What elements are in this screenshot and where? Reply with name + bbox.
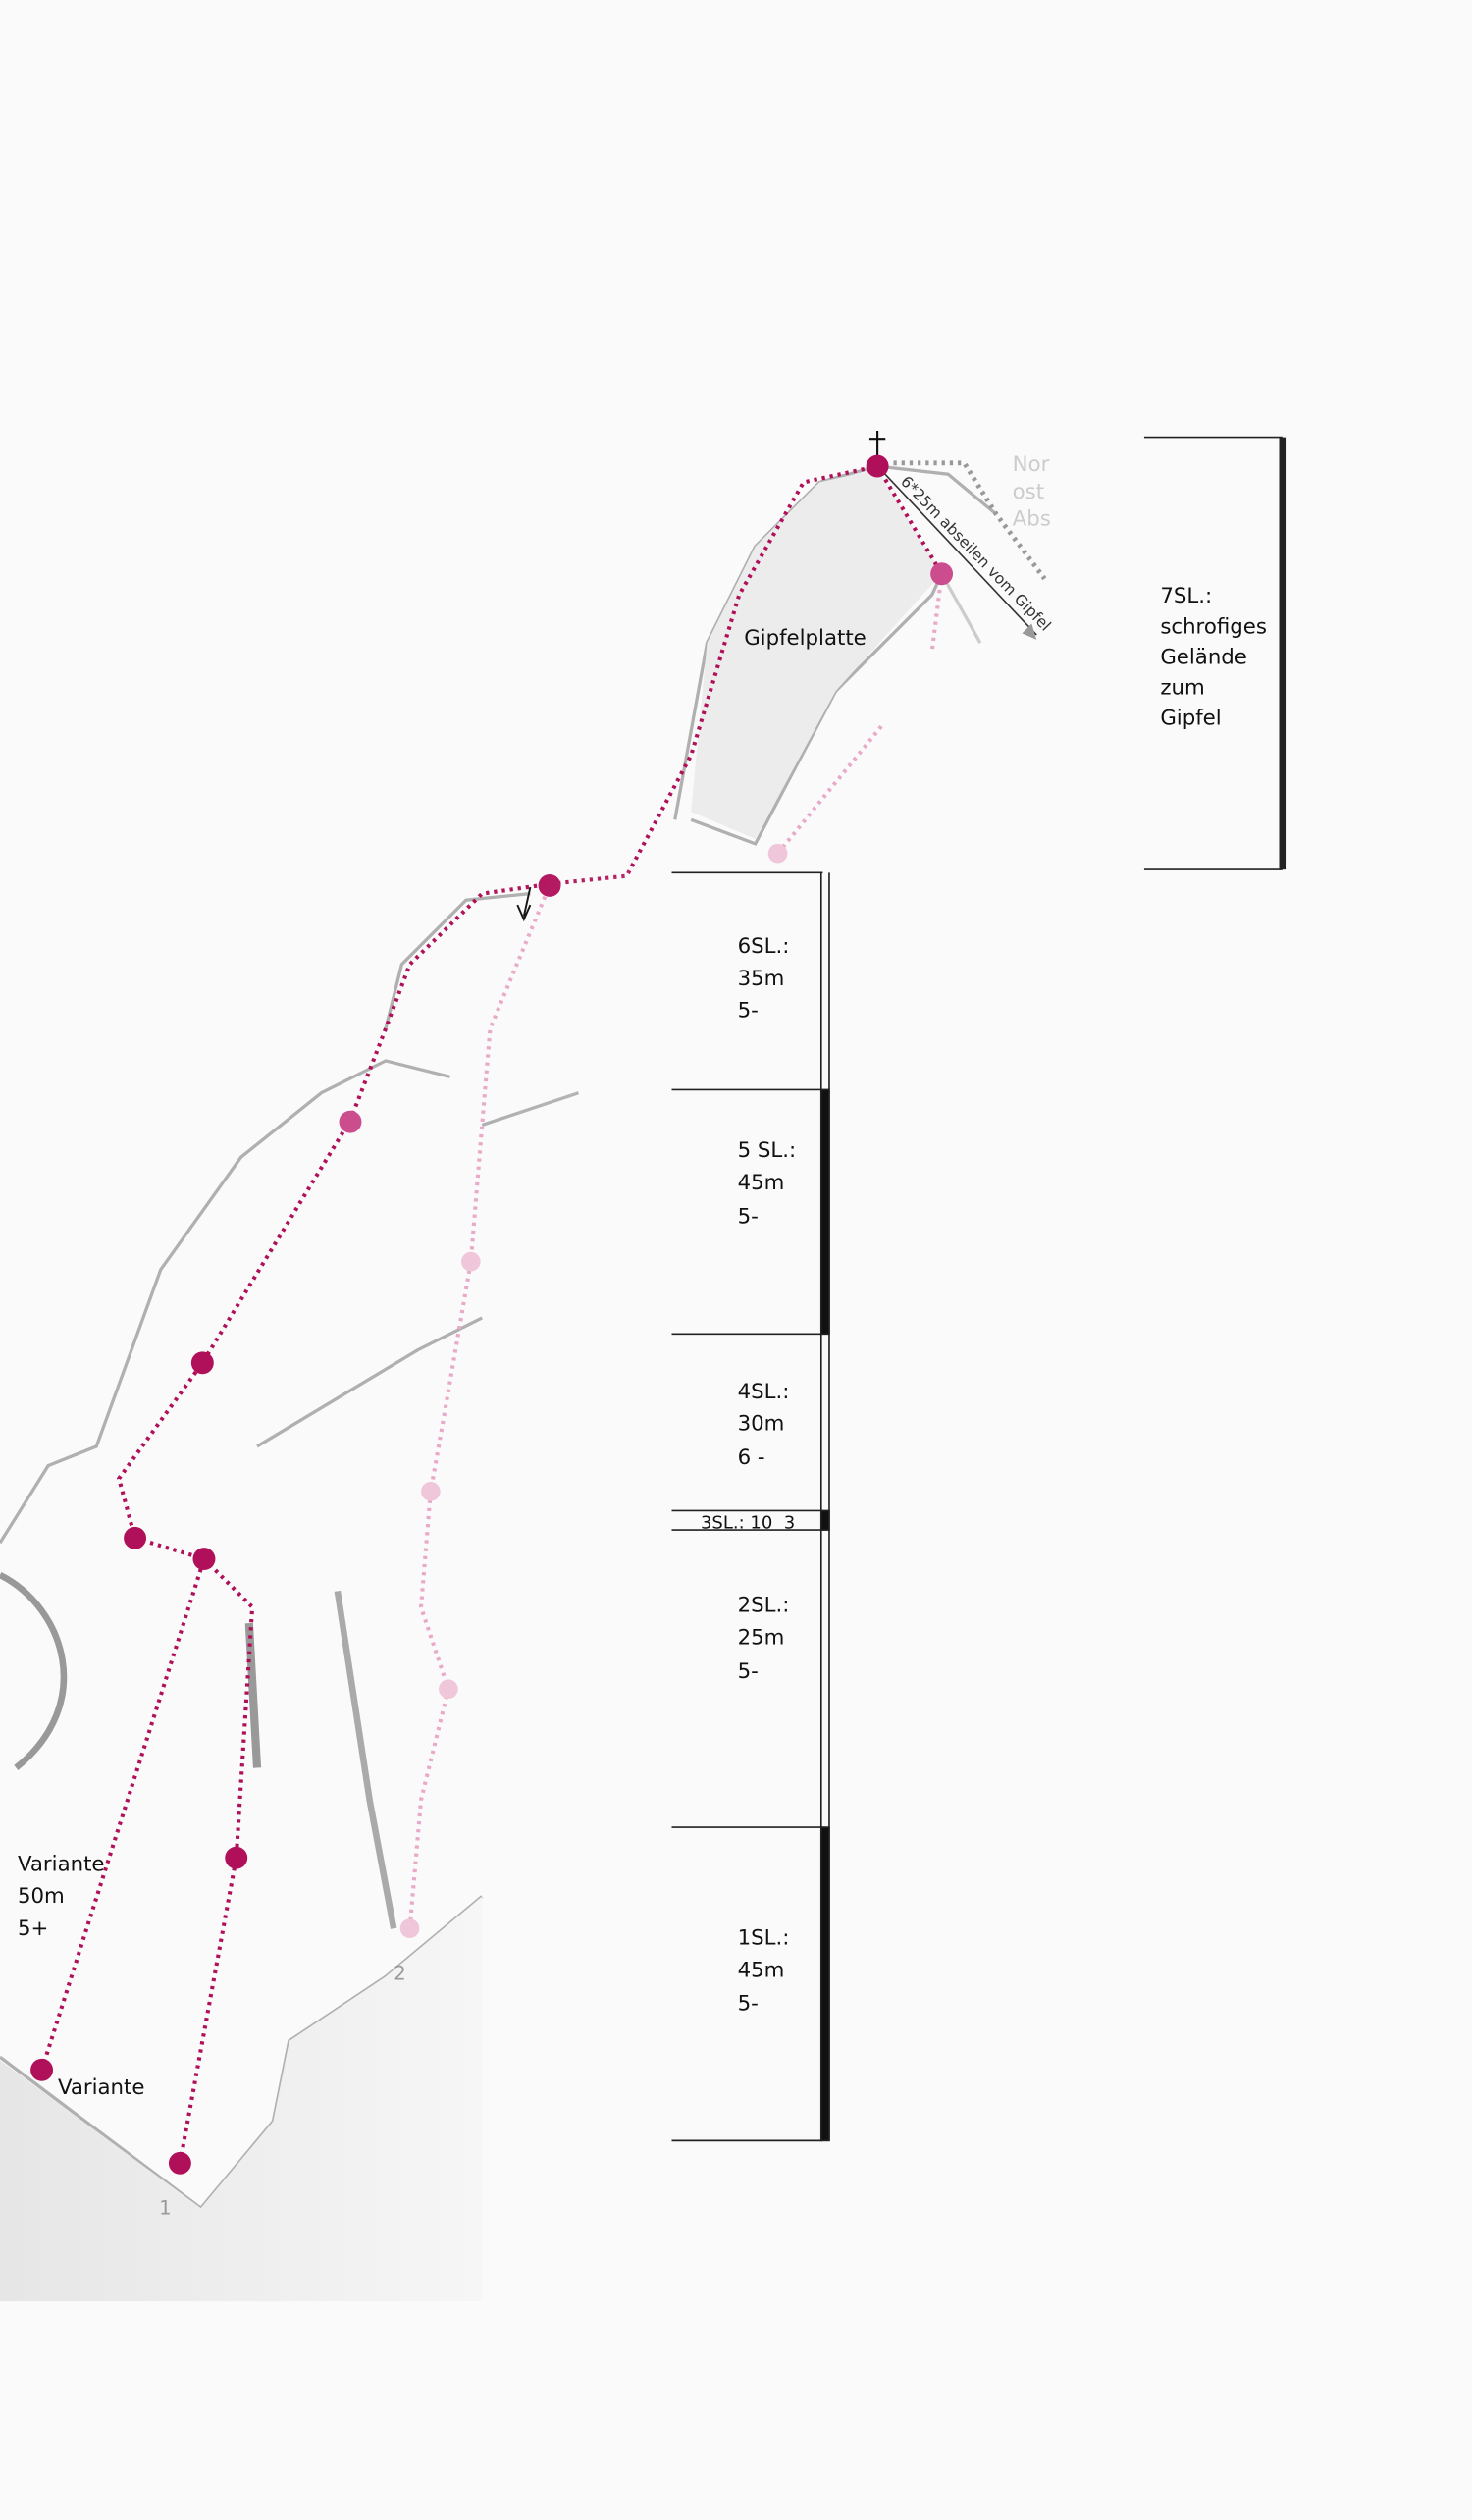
pitch-scale (671, 436, 1287, 2142)
pitch-text: 5- (738, 999, 759, 1024)
pitch-6: 6SL.: 35m 5- (738, 934, 790, 1024)
variant-label-2: 50m (18, 1884, 65, 1909)
pitch-text: Gelände (1160, 645, 1247, 669)
rock-base (0, 1896, 483, 2302)
belay-dot (399, 1918, 420, 1939)
pitch-2: 2SL.: 25m 5- (738, 1594, 790, 1684)
pitch-text: 5- (738, 1659, 759, 1684)
pitch-text: schrofiges (1160, 614, 1267, 639)
pitch-text: 5- (738, 1992, 759, 2017)
pitch-text: 6 - (738, 1445, 765, 1470)
belay-dot (930, 562, 954, 586)
pitch-text: 3SL.: 10 3 (701, 1512, 795, 1533)
pitch-3: 3SL.: 10 3 (701, 1512, 795, 1533)
pitch-text: 4SL.: (738, 1380, 790, 1404)
route-2-line (407, 573, 944, 1929)
belay-dot (421, 1481, 441, 1501)
variant-start-label: Variante (58, 2075, 145, 2100)
pitch-text: 6SL.: (738, 934, 790, 959)
belay-dot (439, 1679, 458, 1700)
start-label-1: 1 (159, 2197, 172, 2220)
pitch-text: Gipfel (1160, 707, 1221, 731)
pitch-5: 5 SL.: 45m 5- (738, 1138, 797, 1229)
pitch-text: 2SL.: (738, 1594, 790, 1618)
belay-dot (124, 1526, 147, 1549)
pitch-text: 35m (738, 967, 785, 991)
belay-dot (339, 1110, 362, 1133)
route-1-line (116, 463, 944, 2164)
belay-dot (866, 454, 889, 478)
start-label-2: 2 (394, 1963, 406, 1985)
pitch-text: 7SL.: (1160, 584, 1212, 608)
route-2-belays (399, 843, 788, 1939)
pitch-4: 4SL.: 30m 6 - (738, 1380, 790, 1470)
belay-dot (767, 843, 788, 864)
belay-dot (30, 2058, 54, 2081)
descent-label-2: ost (1013, 480, 1044, 504)
rappel-arrow (879, 468, 1037, 636)
pitch-text: 45m (738, 1171, 785, 1195)
descent-path (893, 460, 1047, 581)
belay-dot (168, 2151, 191, 2175)
pitch-7: 7SL.: schrofiges Gelände zum Gipfel (1160, 584, 1267, 730)
arrow-head-icon (1022, 623, 1037, 640)
variant-label-1: Variante (18, 1852, 105, 1876)
summit-slab (691, 469, 942, 839)
variant-label-3: 5+ (18, 1916, 48, 1941)
summit-cross-icon (868, 431, 886, 457)
belay-dot (192, 1548, 216, 1571)
belay-dot (190, 1351, 214, 1375)
pitch-text: 5 SL.: (738, 1138, 797, 1163)
descent-label-3: Abs (1013, 507, 1051, 532)
summit-label: Gipfelplatte (744, 626, 867, 651)
pitch-text: 30m (738, 1412, 785, 1437)
pitch-text: 25m (738, 1625, 785, 1650)
descent-label-1: Nor (1013, 452, 1050, 477)
pitch-1: 1SL.: 45m 5- (738, 1926, 790, 2017)
pitch-text: zum (1160, 676, 1204, 701)
pitch-text: 5- (738, 1204, 759, 1229)
variant-line (39, 1557, 206, 2071)
pitch-text: 1SL.: (738, 1926, 790, 1951)
pitch-text: 45m (738, 1958, 785, 1982)
belay-dot (225, 1846, 248, 1869)
belay-dot (460, 1251, 481, 1272)
